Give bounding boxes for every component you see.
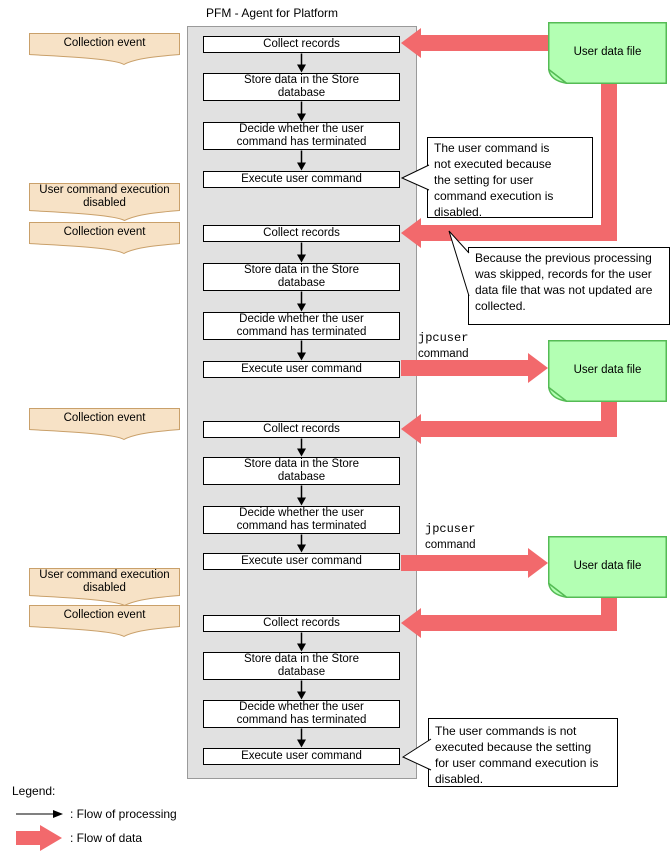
banner-ribbon-icon xyxy=(29,605,180,638)
banner-user-command-disabled-2: User command execution disabled xyxy=(29,568,180,610)
page-title: PFM - Agent for Platform xyxy=(206,6,339,20)
step-decide-terminated-3: Decide whether the user command has term… xyxy=(203,506,400,534)
callout-command-not-executed-1: The user command is not executed because… xyxy=(427,137,593,219)
legend-processing-label: : Flow of processing xyxy=(70,807,177,821)
banner-ribbon-icon xyxy=(29,183,180,222)
step-decide-terminated-4: Decide whether the user command has term… xyxy=(203,700,400,728)
banner-ribbon-icon xyxy=(29,408,180,441)
banner-ribbon-icon xyxy=(29,33,180,66)
jpcuser-command-label-2: jpcuser command xyxy=(425,521,476,553)
step-execute-command-3: Execute user command xyxy=(203,553,400,570)
note-label: User data file xyxy=(573,46,642,58)
banner-user-command-disabled-1: User command execution disabled xyxy=(29,183,180,225)
banner-collection-event-4: Collection event xyxy=(29,605,180,639)
step-execute-command-4: Execute user command xyxy=(203,748,400,765)
step-collect-records-1: Collect records xyxy=(203,36,400,53)
step-collect-records-3: Collect records xyxy=(203,421,400,438)
callout-tail-2 xyxy=(448,230,470,297)
banner-label: User command execution disabled xyxy=(39,569,170,594)
banner-collection-event-3: Collection event xyxy=(29,408,180,442)
data-flow-arrow-note3-to-collect4 xyxy=(401,598,617,638)
note-label: User data file xyxy=(573,560,642,572)
callout-previous-skipped: Because the previous processing was skip… xyxy=(468,247,670,325)
banner-label: User command execution disabled xyxy=(39,184,170,209)
step-decide-terminated-1: Decide whether the user command has term… xyxy=(203,122,400,150)
command-word: command xyxy=(425,539,476,551)
banner-label: Collection event xyxy=(63,226,146,238)
step-store-data-1: Store data in the Store database xyxy=(203,73,400,101)
note-page-icon xyxy=(548,536,667,598)
callout-command-not-executed-2: The user commands is not executed becaus… xyxy=(428,718,618,787)
command-word: command xyxy=(418,348,469,360)
step-decide-terminated-2: Decide whether the user command has term… xyxy=(203,312,400,340)
banner-collection-event-2: Collection event xyxy=(29,222,180,256)
command-code: jpcuser xyxy=(418,331,469,345)
step-execute-command-2: Execute user command xyxy=(203,361,400,378)
note-page-icon xyxy=(548,340,667,402)
step-execute-command-1: Execute user command xyxy=(203,171,400,188)
banner-label: Collection event xyxy=(63,37,146,49)
user-data-file-note-2: User data file xyxy=(548,340,667,402)
legend-processing-arrowhead-icon xyxy=(53,810,63,818)
banner-collection-event-1: Collection event xyxy=(29,33,180,67)
jpcuser-command-label-1: jpcuser command xyxy=(418,330,469,362)
note-label: User data file xyxy=(573,364,642,376)
user-data-file-note-3: User data file xyxy=(548,536,667,598)
step-store-data-3: Store data in the Store database xyxy=(203,457,400,485)
command-code: jpcuser xyxy=(425,522,476,536)
user-data-file-note-1: User data file xyxy=(548,22,667,84)
step-collect-records-4: Collect records xyxy=(203,615,400,632)
note-page-icon xyxy=(548,22,667,84)
banner-ribbon-icon xyxy=(29,222,180,255)
legend-data-arrow-icon xyxy=(16,825,62,851)
legend-data-label: : Flow of data xyxy=(70,831,143,845)
data-flow-arrow-note1-to-collect1 xyxy=(401,28,548,58)
step-collect-records-2: Collect records xyxy=(203,225,400,242)
step-store-data-4: Store data in the Store database xyxy=(203,652,400,680)
legend-heading: Legend: xyxy=(12,784,56,798)
banner-label: Collection event xyxy=(63,609,146,621)
banner-label: Collection event xyxy=(63,412,146,424)
data-flow-arrow-note2-to-collect3 xyxy=(401,402,617,444)
step-store-data-2: Store data in the Store database xyxy=(203,263,400,291)
